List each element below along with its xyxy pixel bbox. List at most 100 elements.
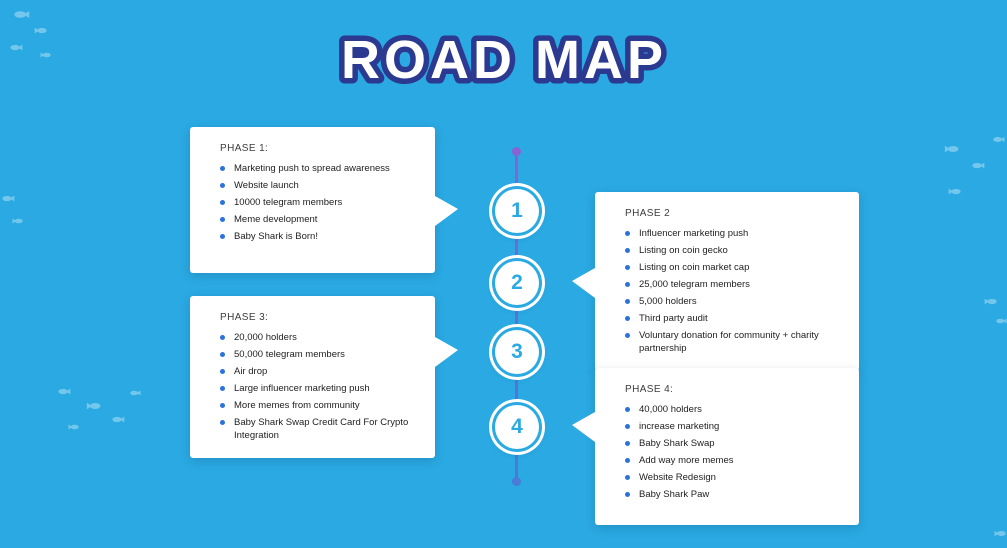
bullet-dot-icon (625, 316, 630, 321)
phase-item: Website launch (220, 179, 425, 192)
fish-icon (10, 44, 23, 51)
fish-icon (972, 162, 985, 169)
phase-3-heading: PHASE 3: (220, 312, 269, 323)
bullet-dot-icon (220, 234, 225, 239)
timeline-start-dot (512, 147, 521, 156)
phase-2-heading: PHASE 2 (625, 208, 671, 219)
phase-item-text: Listing on coin gecko (639, 245, 728, 256)
phase-item-text: Marketing push to spread awareness (234, 163, 390, 174)
phase-item-text: Baby Shark Swap Credit Card For Crypto I… (234, 417, 409, 441)
phase-item: Influencer marketing push (625, 227, 849, 240)
timeline-node-3: 3 (495, 330, 539, 374)
bullet-dot-icon (625, 333, 630, 338)
fish-icon (68, 424, 79, 430)
phase-item: increase marketing (625, 420, 849, 433)
bullet-dot-icon (625, 424, 630, 429)
phase-item: Meme development (220, 213, 425, 226)
bullet-dot-icon (220, 217, 225, 222)
phase-item-text: 50,000 telegram members (234, 349, 345, 360)
phase-item-text: Website Redesign (639, 472, 716, 483)
bullet-dot-icon (220, 200, 225, 205)
phase-item-text: Meme development (234, 214, 318, 225)
phase-item: Air drop (220, 365, 425, 378)
timeline-node-4: 4 (495, 405, 539, 449)
phase-item-text: Website launch (234, 180, 299, 191)
phase-item-text: Baby Shark Swap (639, 438, 715, 449)
phase-item: Baby Shark Paw (625, 488, 849, 501)
fish-icon (993, 136, 1005, 143)
fish-icon (112, 416, 125, 423)
bullet-dot-icon (220, 352, 225, 357)
phase-item: 25,000 telegram members (625, 278, 849, 291)
phase-item: 50,000 telegram members (220, 348, 425, 361)
phase-item-text: 10000 telegram members (234, 197, 343, 208)
fish-icon (14, 10, 30, 19)
phase-item: Marketing push to spread awareness (220, 162, 425, 175)
phase-item-text: 40,000 holders (639, 404, 702, 415)
fish-icon (2, 195, 15, 202)
fish-icon (58, 388, 71, 395)
phase-item-text: Voluntary donation for community + chari… (639, 330, 819, 354)
phase-4-heading: PHASE 4: (625, 384, 674, 395)
phase-item: 20,000 holders (220, 331, 425, 344)
node-number: 2 (511, 271, 523, 294)
timeline-end-dot (512, 477, 521, 486)
bullet-dot-icon (625, 475, 630, 480)
phase-item-text: 25,000 telegram members (639, 279, 750, 290)
phase-item-text: Large influencer marketing push (234, 383, 370, 394)
phase-item-text: increase marketing (639, 421, 720, 432)
bullet-dot-icon (220, 166, 225, 171)
phase-item-text: Influencer marketing push (639, 228, 749, 239)
phase-item-text: 20,000 holders (234, 332, 297, 343)
bullet-dot-icon (220, 386, 225, 391)
phase-item: 40,000 holders (625, 403, 849, 416)
phase-item: Add way more memes (625, 454, 849, 467)
phase-item-text: Listing on coin market cap (639, 262, 750, 273)
phase-item: Third party audit (625, 312, 849, 325)
phase-item: More memes from community (220, 399, 425, 412)
phase-item: Voluntary donation for community + chari… (625, 329, 849, 355)
svg-text:ROAD MAP: ROAD MAP (341, 30, 667, 90)
bullet-dot-icon (220, 420, 225, 425)
fish-icon (984, 298, 997, 305)
fish-icon (34, 27, 47, 34)
phase-item-text: More memes from community (234, 400, 360, 411)
fish-icon (996, 318, 1007, 324)
bullet-dot-icon (220, 335, 225, 340)
phase-item: Large influencer marketing push (220, 382, 425, 395)
phase-item: Listing on coin gecko (625, 244, 849, 257)
timeline-line (515, 152, 518, 482)
phase-item: Baby Shark Swap Credit Card For Crypto I… (220, 416, 425, 442)
bullet-dot-icon (220, 369, 225, 374)
phase-item-text: Add way more memes (639, 455, 734, 466)
phase-item-text: 5,000 holders (639, 296, 697, 307)
bullet-dot-icon (625, 265, 630, 270)
bullet-dot-icon (625, 231, 630, 236)
bullet-dot-icon (625, 441, 630, 446)
page-title: ROAD MAP (335, 25, 668, 96)
phase-1-heading: PHASE 1: (220, 143, 269, 154)
timeline-node-1: 1 (495, 189, 539, 233)
fish-icon (948, 188, 961, 195)
bullet-dot-icon (220, 403, 225, 408)
bullet-dot-icon (625, 458, 630, 463)
node-number: 1 (511, 199, 523, 222)
timeline-node-2: 2 (495, 261, 539, 305)
node-number: 4 (511, 415, 523, 438)
fish-icon (944, 145, 959, 153)
fish-icon (130, 390, 141, 396)
bullet-dot-icon (220, 183, 225, 188)
fish-icon (12, 218, 23, 224)
node-number: 3 (511, 340, 523, 363)
bullet-dot-icon (625, 407, 630, 412)
bullet-dot-icon (625, 282, 630, 287)
fish-icon (40, 52, 51, 58)
phase-item: Baby Shark Swap (625, 437, 849, 450)
phase-item: Baby Shark is Born! (220, 230, 425, 243)
fish-icon (994, 530, 1006, 537)
